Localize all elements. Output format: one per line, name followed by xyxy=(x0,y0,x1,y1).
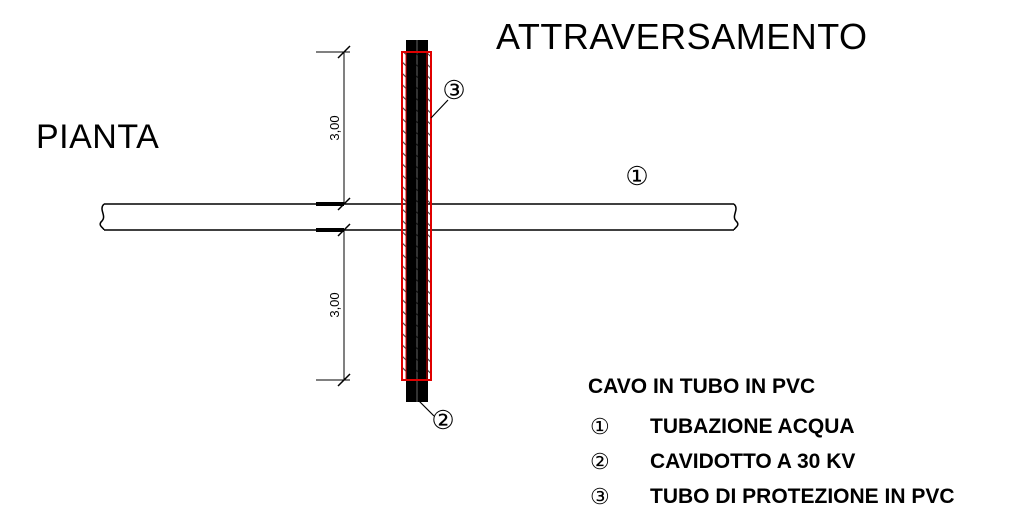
legend-item: ③ TUBO DI PROTEZIONE IN PVC xyxy=(588,479,1028,514)
dimension-lower xyxy=(316,223,351,387)
leader-protection-pipe xyxy=(430,99,449,119)
dimension-upper-label: 3,00 xyxy=(327,115,342,140)
legend-item-number: ① xyxy=(590,413,610,439)
drawing-title: ATTRAVERSAMENTO xyxy=(496,16,868,57)
leader-cable-duct xyxy=(417,399,435,417)
legend-item-label: TUBO DI PROTEZIONE IN PVC xyxy=(650,484,955,508)
marker-cable-duct: ② xyxy=(431,405,454,435)
legend-item-number: ② xyxy=(590,448,610,474)
legend-item-number: ③ xyxy=(590,483,610,509)
legend: CAVO IN TUBO IN PVC ① TUBAZIONE ACQUA ② … xyxy=(588,375,1028,514)
legend-item-label: CAVIDOTTO A 30 KV xyxy=(650,449,856,473)
marker-water-pipe: ① xyxy=(625,161,648,191)
legend-heading: CAVO IN TUBO IN PVC xyxy=(588,375,816,398)
legend-item: ② CAVIDOTTO A 30 KV xyxy=(588,444,1028,479)
marker-protection-pipe: ③ xyxy=(442,75,465,105)
dimension-upper xyxy=(316,45,351,211)
legend-item: ① TUBAZIONE ACQUA xyxy=(588,409,1028,444)
plan-view-title: PIANTA xyxy=(36,118,160,156)
legend-item-label: TUBAZIONE ACQUA xyxy=(650,414,855,438)
dimension-lower-label: 3,00 xyxy=(327,292,342,317)
protection-pipe xyxy=(401,51,432,381)
